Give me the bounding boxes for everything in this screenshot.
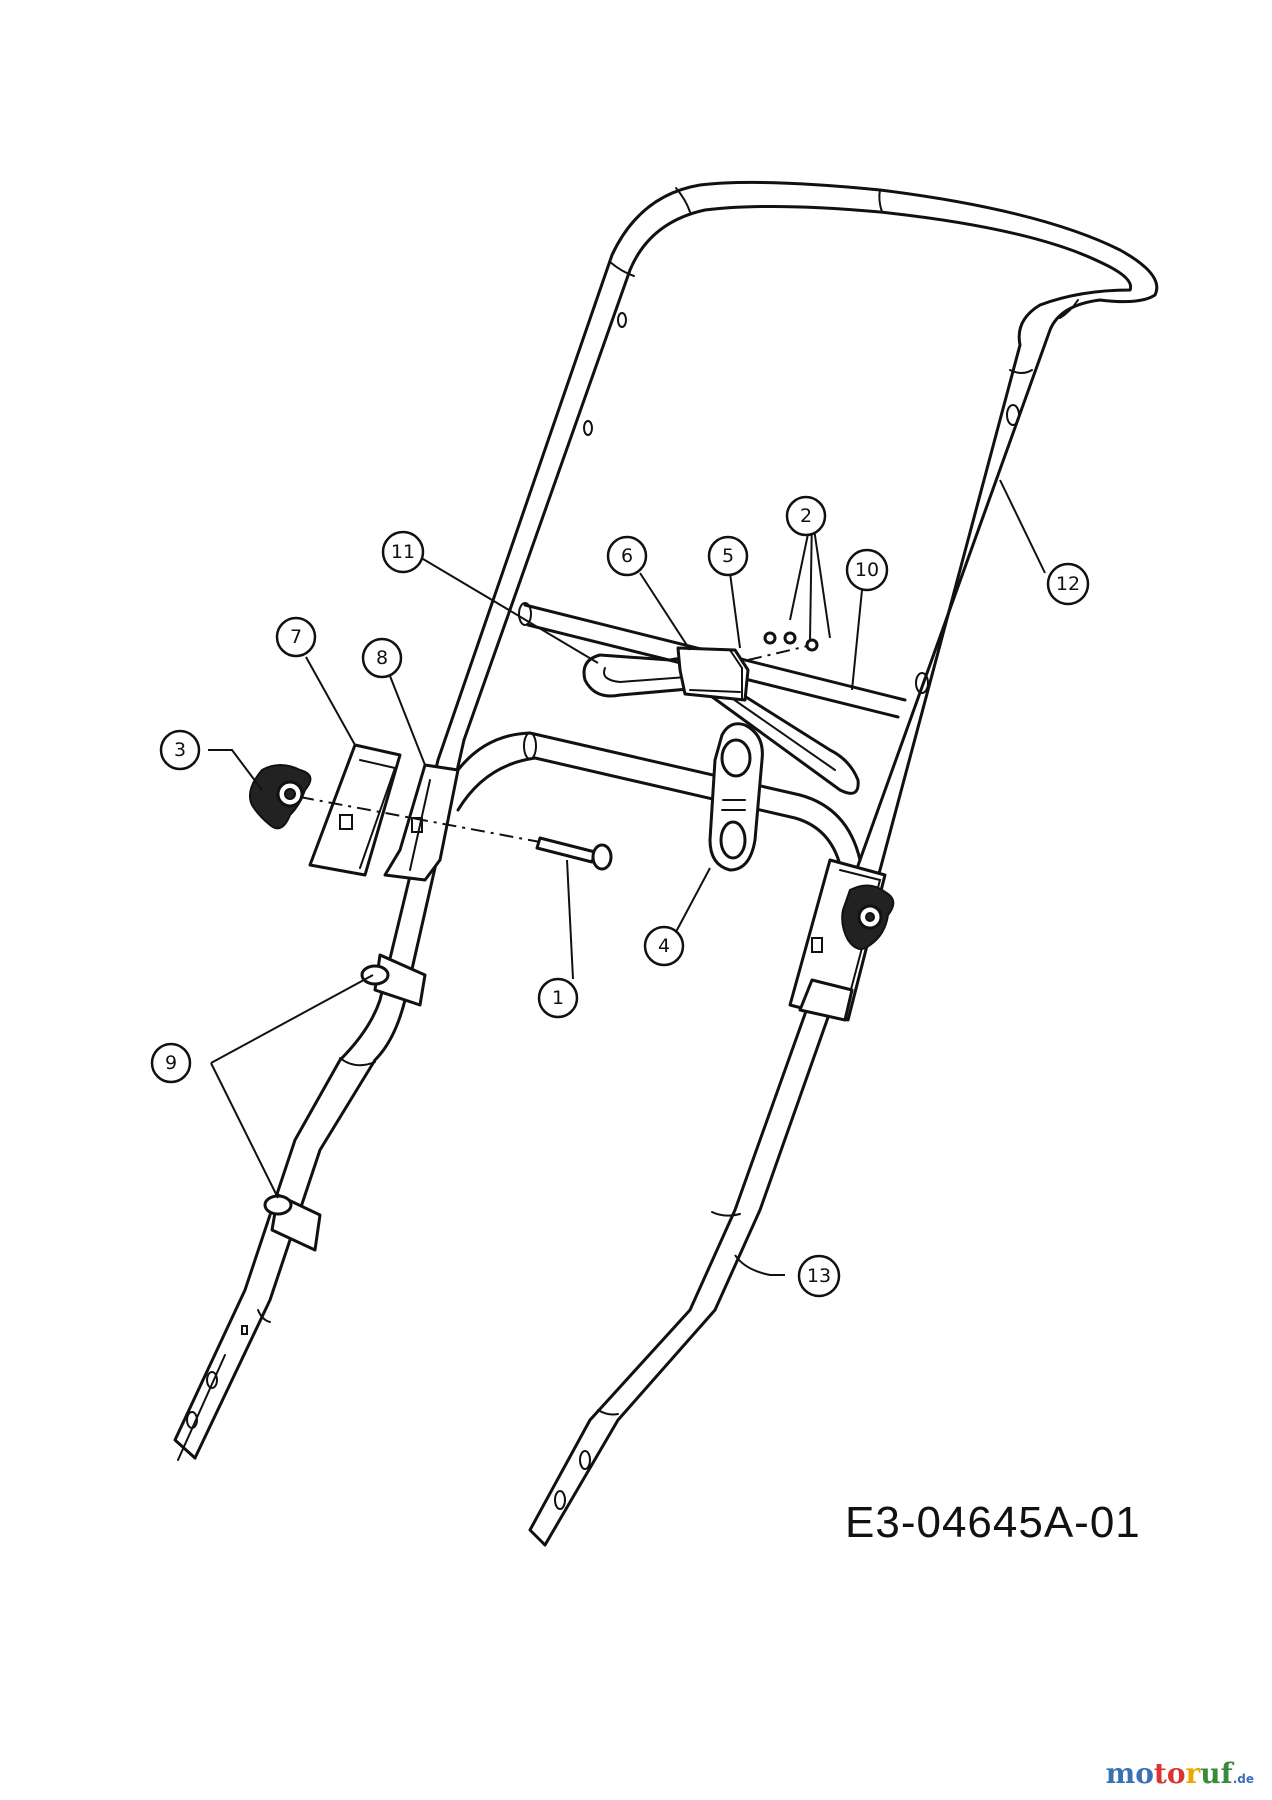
callout-9: 9	[150, 1042, 192, 1084]
callout-12-label: 12	[1056, 573, 1080, 595]
clamp-plate-outer	[308, 743, 402, 877]
callout-11: 11	[381, 530, 425, 574]
screw-a	[763, 631, 777, 645]
screw-b	[783, 631, 797, 645]
callout-7: 7	[275, 616, 317, 658]
drawing-number: E3-04645A-01	[845, 1498, 1141, 1547]
callout-11-label: 11	[391, 541, 415, 563]
callout-5: 5	[707, 535, 749, 577]
callout-4-label: 4	[658, 935, 670, 957]
watermark-part-3: r	[1185, 1757, 1201, 1790]
callout-13: 13	[797, 1254, 841, 1298]
callout-6-label: 6	[621, 545, 633, 567]
callout-9-label: 9	[165, 1052, 177, 1074]
left-lower-handle	[173, 738, 466, 1461]
knob-left	[249, 764, 312, 830]
lower-u-bar	[438, 731, 862, 867]
upper-handle-tube	[436, 180, 1159, 872]
callout-8-label: 8	[376, 647, 388, 669]
watermark-part-1: mo	[1105, 1757, 1154, 1790]
cable-clip-lower	[263, 1193, 322, 1252]
callout-1-label: 1	[552, 987, 564, 1009]
knob-right	[841, 884, 895, 950]
callout-2: 2	[785, 495, 827, 537]
leader-lines	[208, 479, 1046, 1276]
watermark-logo: motoruf.de	[1106, 1757, 1254, 1790]
callout-4: 4	[643, 925, 685, 967]
callout-2-label: 2	[800, 505, 812, 527]
watermark-part-4: uf	[1200, 1757, 1233, 1790]
callout-7-label: 7	[290, 626, 302, 648]
cable-clip	[708, 722, 764, 872]
callout-1: 1	[537, 977, 579, 1019]
callout-8: 8	[361, 637, 403, 679]
watermark-part-2: to	[1153, 1757, 1186, 1790]
callout-3-label: 3	[174, 739, 186, 761]
callout-3: 3	[159, 729, 201, 771]
callout-5-label: 5	[722, 545, 734, 567]
cable-holder	[676, 631, 819, 702]
callout-10: 10	[845, 548, 889, 592]
callout-10-label: 10	[855, 559, 879, 581]
cable-clip-upper	[360, 953, 427, 1007]
bolt	[535, 836, 613, 871]
callout-6: 6	[606, 535, 648, 577]
callout-12: 12	[1046, 562, 1090, 606]
right-lower-handle	[528, 858, 882, 1547]
assembly-axis	[299, 796, 541, 843]
clamp-plate-inner	[383, 763, 460, 882]
watermark-tld: .de	[1232, 1772, 1254, 1786]
callout-13-label: 13	[807, 1265, 831, 1287]
screw-c	[805, 638, 819, 652]
